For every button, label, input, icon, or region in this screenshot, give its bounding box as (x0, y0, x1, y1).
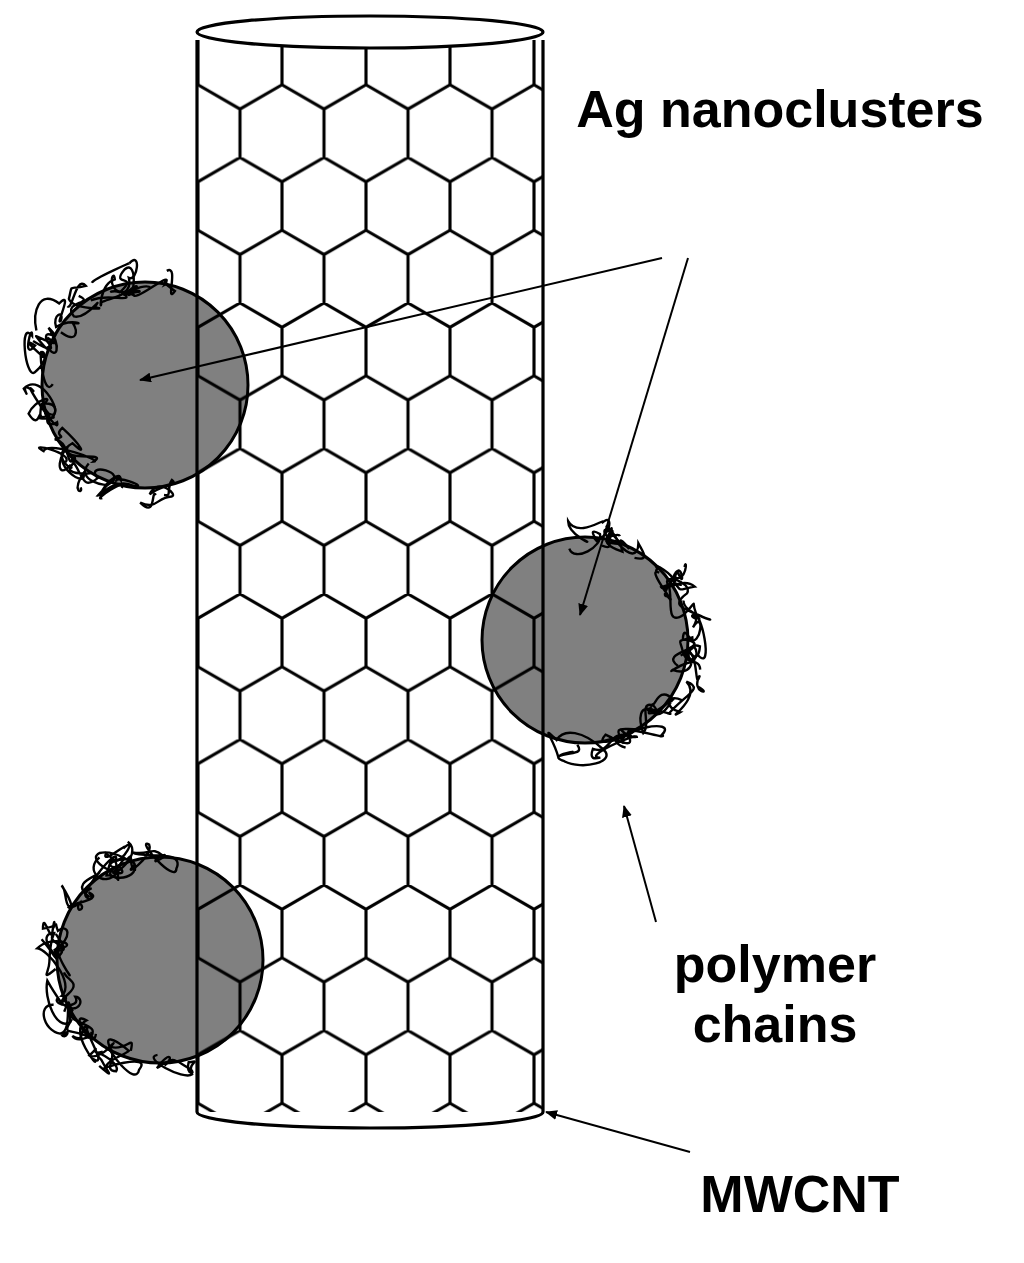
polymer-chain (55, 428, 81, 470)
polymer-chain (154, 1055, 195, 1076)
leader-line (546, 1112, 690, 1152)
polymer-chain (124, 270, 175, 296)
polymer-chain (35, 299, 78, 337)
polymer-chain (656, 566, 695, 590)
polymer-chain (548, 733, 606, 765)
hexagon-lattice (197, 40, 543, 1112)
callout-label: MWCNT (630, 1165, 970, 1225)
polymer-chain (33, 328, 57, 353)
leader-line (140, 258, 662, 380)
polymer-chain (42, 922, 68, 958)
leader-lines (140, 258, 690, 1152)
polymer-chain (92, 260, 137, 305)
polymer-chain (140, 480, 174, 508)
polymer-chain (24, 384, 58, 425)
tube-bottom (197, 1112, 543, 1128)
polymer-chain (607, 526, 645, 558)
tube-wall (195, 40, 198, 1112)
polymer-chain (70, 457, 115, 485)
polymer-chain (98, 476, 138, 498)
leader-line (624, 806, 656, 922)
tube-top (197, 16, 543, 48)
callout-label: Ag nanoclusters (570, 80, 990, 140)
callout-label: polymer chains (610, 935, 940, 1055)
polymer-chain (667, 579, 710, 620)
tube-wall (541, 40, 544, 1112)
polymer-chains (24, 260, 710, 1075)
leader-line (580, 258, 688, 615)
polymer-chain (96, 852, 135, 877)
polymer-chain (131, 844, 178, 872)
polymer-chain (103, 1040, 141, 1075)
tube-body (197, 40, 543, 1112)
